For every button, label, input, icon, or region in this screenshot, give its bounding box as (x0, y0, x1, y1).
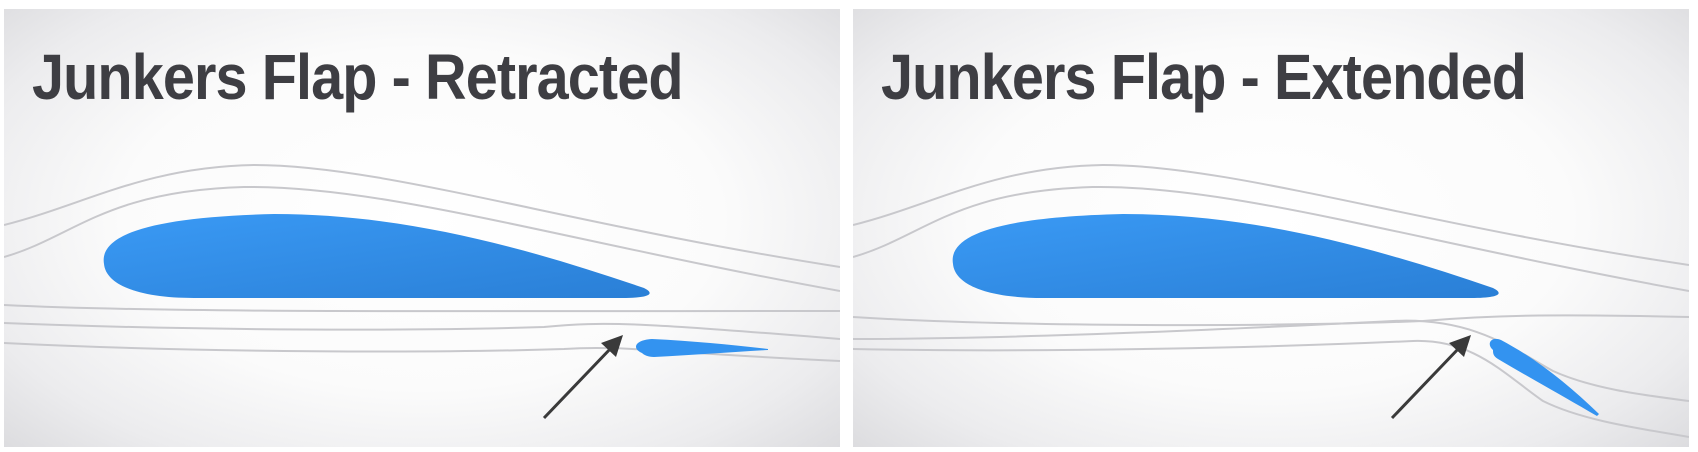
airflow-arrow (542, 345, 614, 420)
airflow-arrow (1390, 345, 1462, 420)
extended-diagram (853, 163, 1689, 438)
flap-airfoil (1489, 338, 1599, 416)
streamline (853, 163, 1689, 266)
main-airfoil (952, 214, 1499, 298)
airflow-arrowhead (601, 335, 623, 357)
panel-title: Junkers Flap - Retracted (32, 41, 684, 113)
streamline (4, 163, 840, 268)
main-airfoil (103, 214, 650, 298)
retracted-diagram (4, 163, 840, 420)
panel-extended: Junkers Flap - Extended (853, 9, 1689, 447)
panel-retracted: Junkers Flap - Retracted (4, 9, 840, 447)
streamline (4, 185, 840, 292)
airflow-arrowhead (1449, 335, 1471, 357)
streamline (853, 185, 1689, 292)
streamline (853, 339, 1689, 438)
streamline (853, 319, 1689, 402)
streamline (4, 322, 840, 340)
streamline (853, 314, 1689, 327)
panel-title: Junkers Flap - Extended (881, 41, 1527, 113)
flap-airfoil (636, 339, 768, 357)
streamline (4, 304, 840, 313)
